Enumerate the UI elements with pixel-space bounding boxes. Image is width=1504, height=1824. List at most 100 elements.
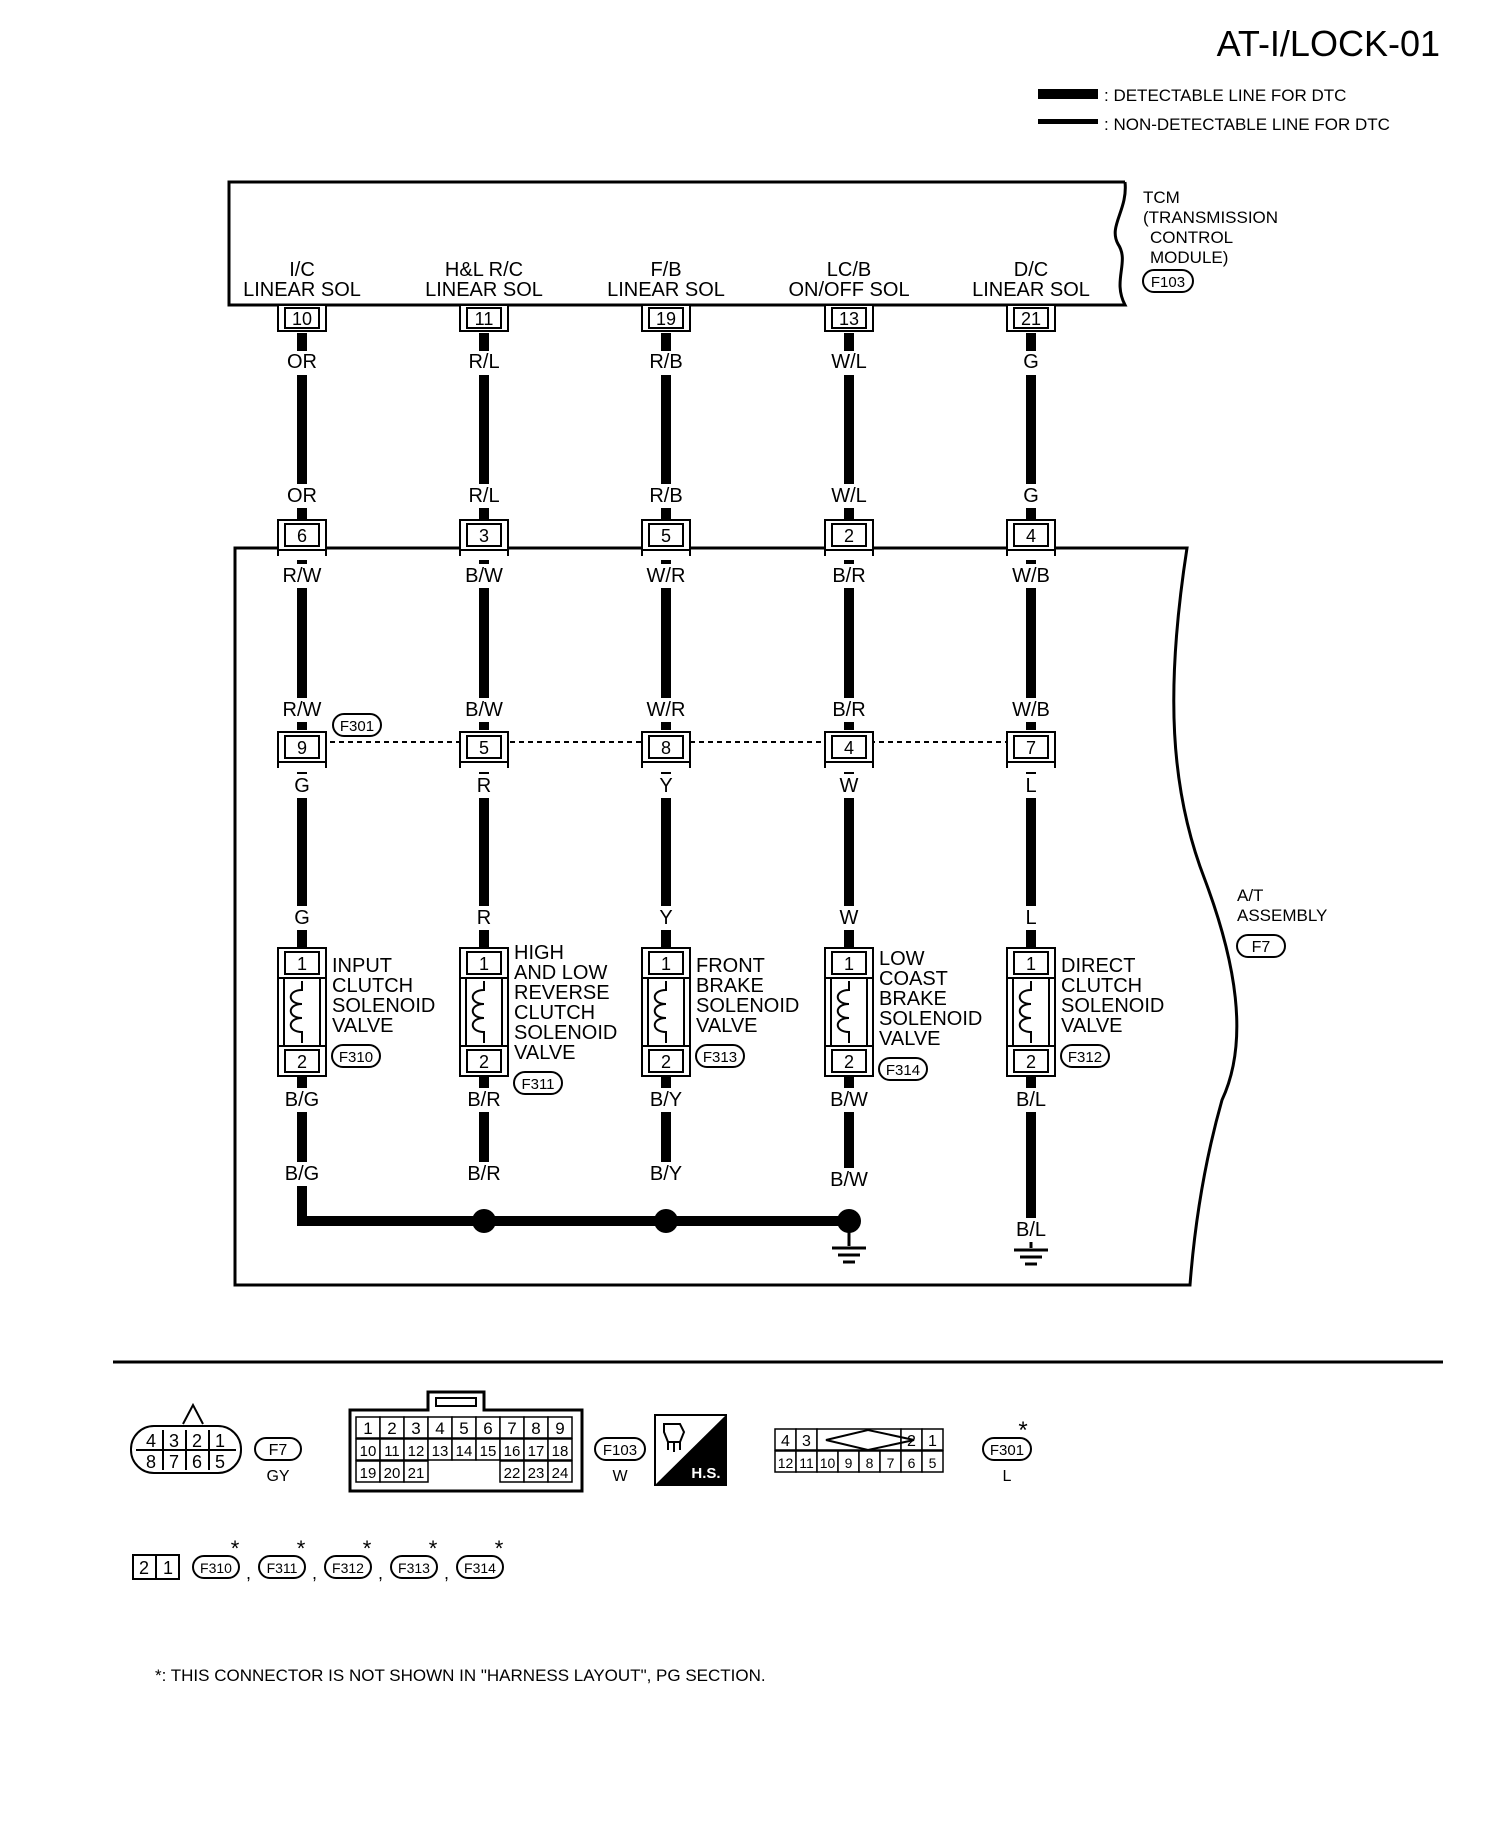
valve-connector-id: F311: [521, 1076, 554, 1093]
wire-color-label: L: [1025, 907, 1036, 929]
pin-box: [648, 951, 684, 975]
wire-color-label: W/B: [1012, 565, 1050, 587]
wire-color-label: R/B: [649, 351, 682, 373]
wire-label-gap: [825, 1168, 873, 1192]
f301-connector-badge: [332, 713, 382, 737]
wire-label-gap: [278, 564, 326, 588]
wire-label-gap: [642, 1088, 690, 1112]
legend-non-detectable-text: : NON-DETECTABLE LINE FOR DTC: [1104, 115, 1390, 134]
wire-label-gap: [460, 1088, 508, 1112]
pin-number: 4: [146, 1431, 156, 1451]
wire-label-gap: [825, 1088, 873, 1112]
wire-label-gap: [825, 484, 873, 508]
solenoid-connector-badge: [390, 1555, 438, 1579]
pin-number: 2: [139, 1558, 149, 1578]
connector-latch: [435, 1397, 477, 1407]
wire-color-label: B/L: [1016, 1089, 1046, 1111]
coil-icon: [1018, 981, 1032, 1043]
sol-label-line: LINEAR SOL: [972, 279, 1090, 301]
wire-label-gap: [642, 484, 690, 508]
pin-box: [648, 307, 684, 329]
valve-label-line: HIGH: [514, 942, 564, 964]
valve-connector-badge: [695, 1044, 745, 1068]
pin-box: [648, 523, 684, 547]
diagram-title: AT-I/LOCK-01: [1217, 23, 1440, 64]
f301-connector-id: F301: [340, 718, 374, 735]
wire-color-label: R/W: [283, 565, 322, 587]
pin-box: [466, 951, 502, 975]
solenoid-connector-id: F312: [332, 1560, 364, 1576]
not-in-harness-asterisk: *: [363, 1536, 372, 1561]
wire-label-gap: [1007, 1088, 1055, 1112]
tcm-pin-number: 10: [292, 309, 312, 329]
wire-label-gap: [642, 774, 690, 798]
pin-box: [831, 735, 867, 759]
wire-label-gap: [825, 906, 873, 930]
sol-label-line: H&L R/C: [445, 259, 523, 281]
wire-color-label: B/W: [830, 1089, 868, 1111]
wire-color-label: B/R: [832, 699, 865, 721]
solenoid-connector-badge: [456, 1555, 504, 1579]
valve-label-line: CLUTCH: [514, 1002, 595, 1024]
wire-label-gap: [825, 698, 873, 722]
pin-number: 17: [528, 1443, 545, 1460]
pin-box: [831, 951, 867, 975]
valve-label-line: VALVE: [879, 1028, 941, 1050]
wire-label-gap: [278, 1162, 326, 1186]
pin-number: 9: [555, 1419, 564, 1438]
f301-view-connector-id: F301: [990, 1442, 1024, 1459]
valve-label-line: VALVE: [514, 1042, 576, 1064]
pin-box: [1013, 307, 1049, 329]
wire-label-gap: [278, 906, 326, 930]
pin-number: 7: [887, 1455, 895, 1471]
pin-box: [1013, 1049, 1049, 1073]
pin-number: 1: [928, 1433, 937, 1450]
pin-box: [1013, 523, 1049, 547]
pin-cell: [547, 1460, 573, 1483]
pin-number: 24: [552, 1465, 569, 1482]
wire-color-label: G: [1023, 351, 1039, 373]
pin-number: 3: [802, 1433, 811, 1450]
wire-label-gap: [825, 564, 873, 588]
valve-label-line: SOLENOID: [879, 1008, 982, 1030]
wire-label-gap: [278, 698, 326, 722]
non-detectable-line-symbol: [1038, 119, 1098, 124]
f7-connector-color: GY: [266, 1468, 289, 1485]
ground-bus-wire: [297, 1180, 849, 1226]
splice-point: [472, 1209, 496, 1233]
wire-label-gap: [642, 564, 690, 588]
sol-label-line: LINEAR SOL: [425, 279, 543, 301]
valve-label-line: AND LOW: [514, 962, 607, 984]
pin-number: 5: [479, 738, 489, 758]
solenoid-connector-view: 2 1 F310*,F311*,F312*,F313*,F314*: [132, 1536, 504, 1583]
wire-color-label: W/L: [831, 351, 867, 373]
coil-icon: [836, 981, 850, 1043]
valve-label-line: LOW: [879, 948, 925, 970]
sol-label-line: D/C: [1014, 259, 1048, 281]
pin-number: 4: [781, 1433, 790, 1450]
sol-label-line: I/C: [289, 259, 315, 281]
solenoid-connector-id: F313: [398, 1560, 430, 1576]
pin-number: 2: [844, 526, 854, 546]
pin-number: 12: [408, 1443, 425, 1460]
wire-color-label: B/R: [467, 1089, 500, 1111]
wire-label-gap: [460, 1162, 508, 1186]
sol-label-line: LINEAR SOL: [243, 279, 361, 301]
solenoid-connector-id: F314: [464, 1560, 496, 1576]
wire-color-label: G: [294, 907, 310, 929]
pin-number: 9: [845, 1455, 853, 1471]
wire-color-label: G: [294, 775, 310, 797]
pin-box: [648, 1049, 684, 1073]
solenoid-valve: 12: [459, 947, 509, 1077]
tcm-pin-number: 13: [839, 309, 859, 329]
pin-number: 9: [297, 738, 307, 758]
wire-label-gap: [825, 351, 873, 375]
f301-view-connector-color: L: [1003, 1468, 1012, 1485]
pin-cell: [921, 1428, 944, 1451]
not-in-harness-asterisk: *: [231, 1536, 240, 1561]
solenoid-connector-badge: [258, 1555, 306, 1579]
wire-label-gap: [1007, 1218, 1055, 1242]
